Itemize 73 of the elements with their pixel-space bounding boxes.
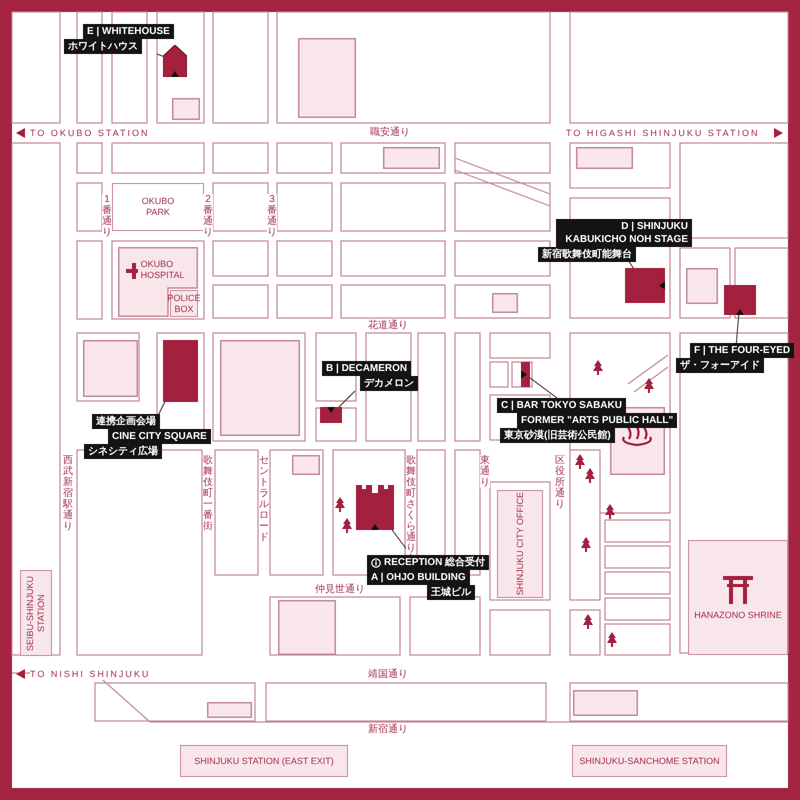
park-block	[112, 183, 204, 231]
direction-label: TO OKUBO STATION	[30, 128, 150, 139]
callout-label: FORMER "ARTS PUBLIC HALL"	[517, 413, 678, 428]
direction-label: TO HIGASHI SHINJUKU STATION	[566, 128, 760, 139]
castle-shape	[356, 485, 394, 530]
callout-label: ザ・フォーアイド	[676, 358, 764, 373]
building-box	[278, 600, 336, 655]
building-box	[573, 690, 638, 716]
building-box	[207, 702, 252, 718]
callout-text: RECEPTION 総合受付	[384, 556, 486, 569]
building-box	[220, 340, 300, 436]
building-box	[172, 98, 200, 120]
callout-label: B | DECAMERON	[322, 361, 412, 376]
street-label: 職安通り	[370, 127, 410, 138]
landmark-label: SHINJUKU CITY OFFICE	[514, 492, 526, 596]
street-label: 西武新宿駅通り	[63, 455, 73, 532]
callout-label: デカメロン	[360, 376, 418, 391]
landmark-box	[180, 745, 348, 777]
building-block	[521, 362, 530, 387]
callout-label: 連携企画会場	[92, 414, 160, 429]
landmark-label: OKUBO HOSPITAL	[140, 259, 186, 281]
callout-label: C | BAR TOKYO SABAKU	[497, 398, 626, 413]
callout-label: F | THE FOUR-EYED	[690, 343, 794, 358]
street-label: 歌舞伎町一番街	[203, 455, 213, 532]
leader-line	[628, 262, 634, 268]
callout-label: E | WHITEHOUSE	[83, 24, 174, 39]
building-box	[686, 268, 718, 304]
landmark-box	[497, 490, 543, 598]
building-box	[492, 293, 518, 313]
building-box	[576, 147, 633, 169]
street-label: 歌舞伎町さくら通り	[406, 455, 416, 554]
street-label: 靖国通り	[368, 669, 408, 680]
street-label: 区役所通り	[555, 455, 565, 510]
callout-label: CINE CITY SQUARE	[108, 429, 211, 444]
landmark-box	[20, 570, 52, 656]
landmark-label: SHINJUKU-SANCHOME STATION	[579, 756, 720, 766]
building-box	[292, 455, 320, 475]
street-label: 東通り	[480, 455, 490, 488]
building-box	[383, 147, 440, 169]
leader-line	[530, 377, 558, 398]
landmark-label: SHINJUKU STATION (EAST EXIT)	[194, 756, 334, 766]
landmark-label: SEIBU-SHINJUKU STATION	[25, 574, 47, 653]
street-label: 1番通り	[102, 194, 112, 238]
street-label: セントラルロード	[259, 455, 269, 543]
building-box	[298, 38, 356, 118]
landmark-label: HANAZONO SHRINE	[694, 610, 782, 621]
building-block	[320, 407, 342, 423]
leader-line	[156, 54, 164, 57]
landmark-label: POLICE BOX	[168, 292, 201, 314]
building-block	[724, 285, 756, 315]
callout-label: A | OHJO BUILDING	[367, 570, 470, 585]
landmark-box	[572, 745, 727, 777]
leader-line	[338, 390, 356, 408]
callout-label: D | SHINJUKU KABUKICHO NOH STAGE	[556, 219, 692, 247]
building-block	[625, 268, 665, 303]
street-label: 花道通り	[368, 320, 408, 331]
street-label: 仲見世通り	[315, 584, 365, 595]
building-block	[163, 340, 198, 402]
shrine-grounds	[688, 540, 788, 655]
direction-label: TO NISHI SHINJUKU	[30, 669, 150, 680]
callout-label: 王城ビル	[427, 585, 475, 600]
house-shape	[163, 45, 187, 77]
callout-label: ホワイトハウス	[64, 39, 142, 54]
leader-line	[158, 402, 166, 414]
building-box	[83, 340, 138, 397]
callout-label: シネシティ広場	[84, 444, 162, 459]
street-label: 3番通り	[267, 194, 277, 238]
leader-line	[736, 314, 740, 344]
street-label: 2番通り	[203, 194, 213, 238]
callout-label: 新宿歌舞伎町能舞台	[538, 247, 636, 262]
landmark-label: OKUBO PARK	[140, 196, 176, 218]
callout-label: 東京砂漠(旧芸術公民館)	[500, 428, 615, 443]
street-label: 新宿通り	[368, 724, 408, 735]
